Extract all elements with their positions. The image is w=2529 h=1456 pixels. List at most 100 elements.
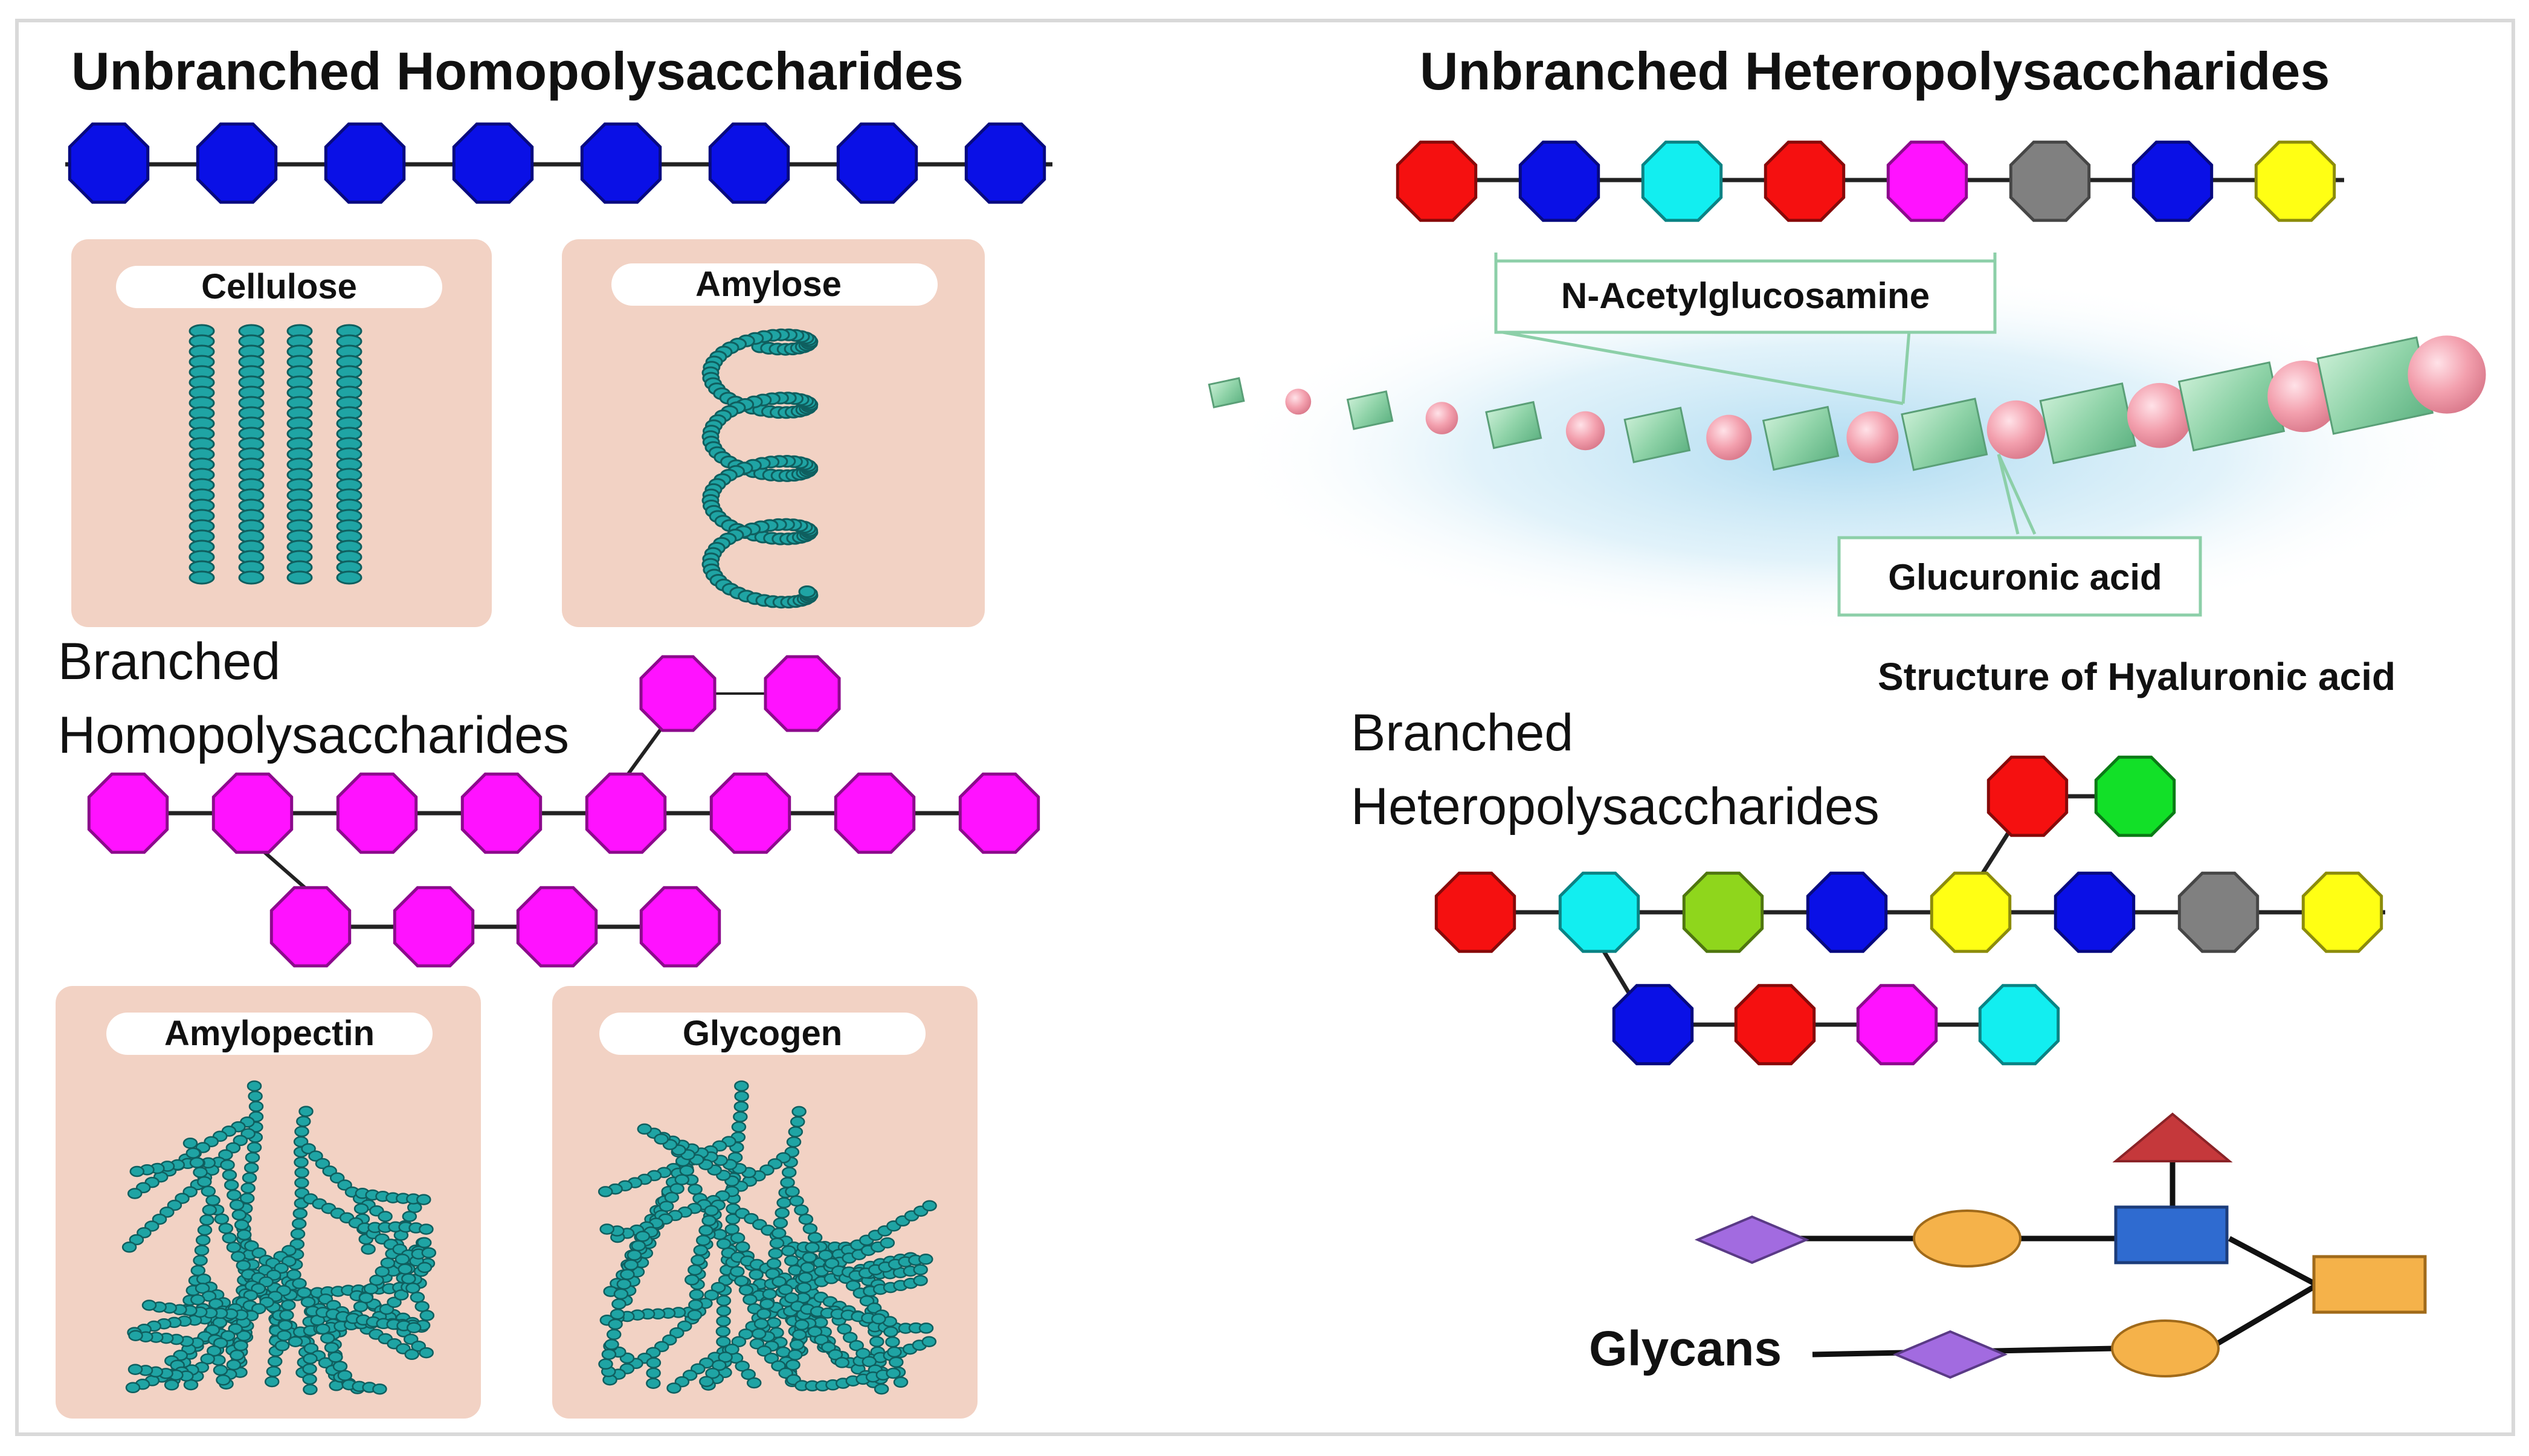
amylopectin-bead	[406, 1322, 422, 1333]
amylopectin-bead	[267, 1356, 283, 1367]
amylopectin-bead	[141, 1300, 157, 1311]
glycogen-bead	[705, 1367, 720, 1379]
amylopectin-bead	[127, 1364, 143, 1375]
amylopectin-bead	[243, 1162, 259, 1174]
glycogen-bead	[608, 1318, 623, 1330]
glycogen-bead	[733, 1101, 749, 1112]
nag-label-box	[1494, 259, 1997, 334]
glycogen-bead	[771, 1227, 787, 1239]
amylopectin-bead	[404, 1348, 419, 1361]
amylopectin-bead	[182, 1138, 198, 1149]
glycogen-bead	[664, 1191, 680, 1203]
amylopectin-bead	[308, 1150, 323, 1162]
cellulose-label: Cellulose	[201, 267, 357, 306]
glycogen-bead	[627, 1249, 642, 1261]
glycogen-bead	[766, 1258, 782, 1269]
amylopectin-bead	[315, 1323, 330, 1335]
glycogen-bead	[741, 1368, 756, 1380]
nag-unit	[1346, 390, 1394, 430]
amylopectin-bead	[419, 1347, 434, 1359]
amylopectin-bead	[288, 1336, 303, 1347]
amylopectin-bead	[195, 1283, 210, 1294]
glycogen-bead	[753, 1318, 769, 1330]
glycogen-bead	[855, 1348, 871, 1359]
glycans-label: Glycans	[1589, 1321, 1782, 1376]
glycogen-bead	[862, 1356, 877, 1368]
glycogen-bead	[611, 1298, 627, 1310]
glycogen-bead	[788, 1126, 804, 1138]
glycogen-bead	[685, 1274, 700, 1286]
amylopectin-bead	[301, 1143, 316, 1155]
glycogen-bead	[716, 1315, 731, 1327]
amylopectin-bead	[197, 1176, 212, 1188]
branched-hetero-top-sugar-green	[2094, 755, 2176, 837]
amylopectin-bead	[222, 1169, 237, 1181]
glycogen-bead	[837, 1323, 852, 1335]
amylopectin-bead	[193, 1167, 208, 1178]
amylopectin-bead	[240, 1182, 256, 1194]
glycogen-bead	[669, 1183, 685, 1194]
glycogen-bead	[730, 1232, 746, 1244]
glycogen-bead	[606, 1329, 622, 1341]
amylopectin-bead	[378, 1211, 393, 1222]
glycogen-bead	[659, 1200, 674, 1212]
glycogen-bead	[781, 1167, 797, 1178]
amylopectin-bead	[419, 1310, 435, 1321]
amylopectin-bead	[127, 1188, 143, 1199]
glycogen-bead	[913, 1264, 928, 1275]
glycogen-bead	[918, 1254, 933, 1265]
cellulose-bead	[286, 570, 313, 585]
title-unbranched-homo: Unbranched Homopolysaccharides	[71, 41, 964, 101]
glycogen-bead	[807, 1232, 823, 1243]
glycogen-bead	[798, 1213, 814, 1225]
glycogen-bead	[688, 1184, 703, 1195]
amylopectin-bead	[302, 1373, 317, 1385]
glycogen-bead	[796, 1282, 812, 1293]
amylose-bead	[798, 585, 816, 598]
glycogen-bead	[731, 1121, 747, 1133]
glycogen-bead	[749, 1338, 765, 1350]
glucuronic-unit	[1706, 414, 1752, 460]
unbranched-hetero-sugar-blue	[1518, 140, 1600, 222]
glycogen-bead	[791, 1329, 807, 1341]
branched-hetero-side-sugar-magenta	[1856, 984, 1938, 1066]
unbranched-homo-sugar-blue	[324, 122, 406, 204]
glycogen-bead	[886, 1367, 901, 1379]
amylopectin-bead	[421, 1247, 437, 1258]
glycogen-bead	[712, 1359, 727, 1371]
glycogen-bead	[780, 1177, 795, 1188]
amylopectin-bead	[315, 1158, 330, 1170]
glycogen-bead	[789, 1339, 805, 1351]
glycogen-bead	[666, 1382, 681, 1394]
glycan-orange-square	[2312, 1255, 2427, 1314]
glycogen-bead	[834, 1357, 850, 1368]
glycogen-bead	[689, 1289, 704, 1301]
branched-hetero-chain	[1434, 755, 2385, 1066]
glycogen-bead	[635, 1231, 651, 1242]
hyaluronic-caption: Structure of Hyaluronic acid	[1878, 655, 2395, 698]
glycogen-bead	[828, 1349, 843, 1361]
glycan-structure	[1694, 1112, 2427, 1379]
amylopectin-bead	[164, 1379, 179, 1391]
glycogen-bead	[768, 1248, 783, 1259]
amylopectin-bead	[394, 1289, 409, 1301]
nag-unit	[1485, 401, 1542, 449]
unbranched-homo-sugar-blue	[836, 122, 918, 204]
branched-hetero-sugar-yellow	[1930, 871, 2012, 953]
unbranched-hetero-sugar-gray	[2009, 140, 2091, 222]
glycogen-bead	[698, 1225, 714, 1236]
nag-unit	[1623, 407, 1691, 463]
amylopectin-bead	[248, 1101, 264, 1112]
amylopectin-bead	[231, 1209, 247, 1221]
glucuronic-unit	[1846, 411, 1899, 463]
glycogen-bead	[704, 1289, 719, 1301]
title-branched-homo-line2: Homopolysaccharides	[58, 706, 569, 764]
glycogen-bead	[743, 1293, 758, 1306]
branched-hetero-sugar-blue	[1806, 871, 1888, 953]
amylopectin-bead	[221, 1330, 236, 1342]
glycogen-bead	[646, 1377, 661, 1389]
glycogen-bead	[771, 1360, 786, 1372]
glycogen-bead	[734, 1090, 749, 1102]
glycogen-bead	[866, 1302, 882, 1314]
amylopectin-bead	[291, 1218, 307, 1229]
